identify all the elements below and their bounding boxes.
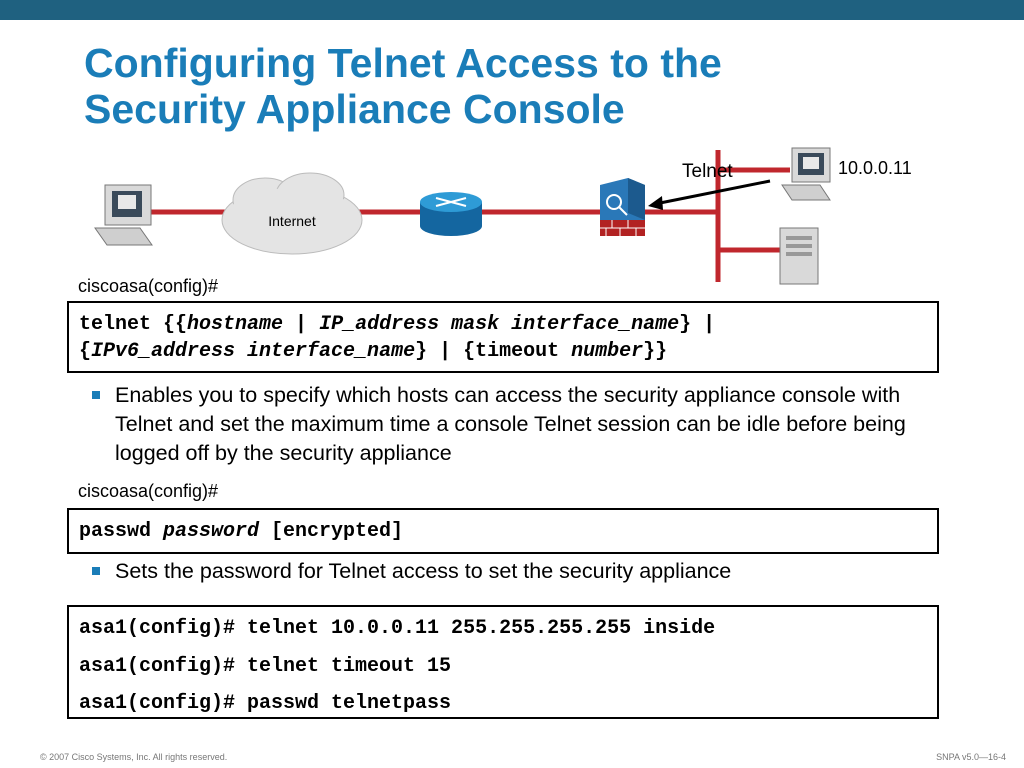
page-title: Configuring Telnet Access to the Securit… [84, 40, 984, 132]
example-line: asa1(config)# passwd telnetpass [79, 692, 452, 715]
telnet-label: Telnet [682, 161, 733, 182]
internet-label: Internet [268, 213, 316, 229]
config-prompt-2: ciscoasa(config)# [78, 481, 219, 501]
telnet-syntax-line-1: telnet {{hostname | IP_address mask inte… [79, 313, 716, 336]
network-diagram: Internet Telnet 10.0.0.11 [94, 147, 912, 285]
telnet-host-workstation-icon [781, 147, 831, 201]
passwd-syntax-line: passwd password [encrypted] [79, 520, 404, 543]
internet-cloud-icon [221, 172, 363, 255]
title-line-1: Configuring Telnet Access to the [84, 40, 722, 86]
bullet-square-icon [92, 567, 100, 575]
title-line-2: Security Appliance Console [84, 86, 625, 132]
firewall-appliance-icon [600, 178, 645, 236]
bullet-square-icon [92, 391, 100, 399]
example-config-box: asa1(config)# telnet 10.0.0.11 255.255.2… [67, 605, 939, 719]
host-ip-label: 10.0.0.11 [838, 158, 912, 178]
example-line: asa1(config)# telnet 10.0.0.11 255.255.2… [79, 617, 716, 640]
passwd-syntax-box: passwd password [encrypted] [67, 508, 939, 554]
slide-id-footer: SNPA v5.0—16-4 [936, 752, 1006, 762]
telnet-syntax-line-2: {IPv6_address interface_name} | {timeout… [79, 340, 668, 363]
server-icon [779, 227, 819, 285]
telnet-syntax-box: telnet {{hostname | IP_address mask inte… [67, 301, 939, 373]
header-bar [0, 0, 1024, 20]
telnet-arrow-icon [648, 179, 771, 210]
copyright-footer: © 2007 Cisco Systems, Inc. All rights re… [40, 752, 228, 762]
left-workstation-icon [94, 184, 153, 246]
config-prompt-1: ciscoasa(config)# [78, 276, 219, 296]
router-icon [420, 192, 482, 236]
example-line: asa1(config)# telnet timeout 15 [79, 655, 452, 678]
